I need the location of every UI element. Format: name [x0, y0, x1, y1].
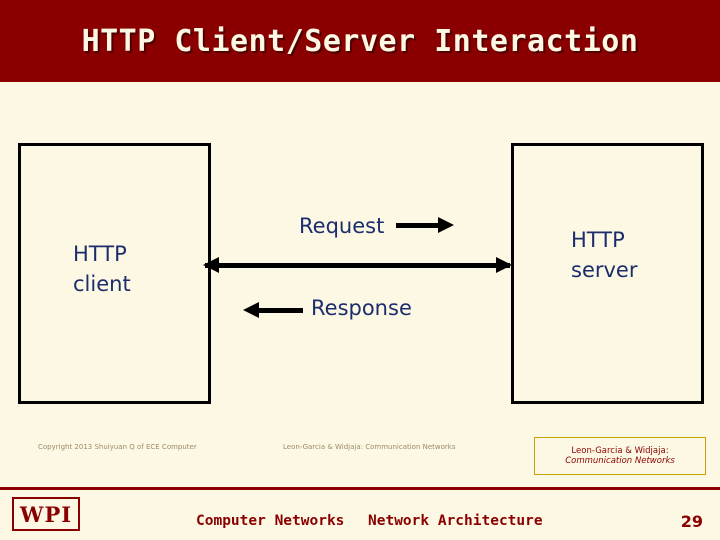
http-client-label: HTTP client	[73, 242, 131, 297]
wpi-logo: WPI	[12, 497, 80, 531]
http-client-box: HTTP client	[18, 143, 211, 404]
fineprint-left: Copyright 2013 Shuiyuan Q of ECE Compute…	[38, 443, 197, 451]
link-arrow-head-right-icon	[496, 257, 512, 273]
client-server-link-shaft	[205, 263, 510, 268]
link-arrow-head-left-icon	[203, 257, 219, 273]
slide-number: 29	[680, 512, 703, 531]
response-label: Response	[311, 296, 412, 320]
http-server-box: HTTP server	[511, 143, 704, 404]
title-bar	[0, 0, 720, 82]
credit-authors: Leon-Garcia & Widjaja:	[571, 446, 669, 456]
wpi-logo-text: WPI	[19, 501, 73, 527]
footer-topic-label: Network Architecture	[368, 513, 543, 529]
footer-band	[0, 490, 720, 540]
http-server-label: HTTP server	[571, 228, 638, 283]
request-label: Request	[299, 214, 385, 238]
credit-title: Communication Networks	[565, 456, 675, 466]
page-title: HTTP Client/Server Interaction	[81, 23, 639, 59]
footer-course-label: Computer Networks	[196, 513, 345, 529]
source-credit-box: Leon-Garcia & Widjaja: Communication Net…	[534, 437, 706, 475]
response-arrow-shaft	[259, 308, 303, 313]
footer-divider	[0, 487, 720, 490]
request-arrow-shaft	[396, 223, 440, 228]
response-arrow-head-icon	[243, 302, 259, 318]
fineprint-center: Leon-Garcia & Widjaja: Communication Net…	[283, 443, 456, 451]
request-arrow-head-icon	[438, 217, 454, 233]
